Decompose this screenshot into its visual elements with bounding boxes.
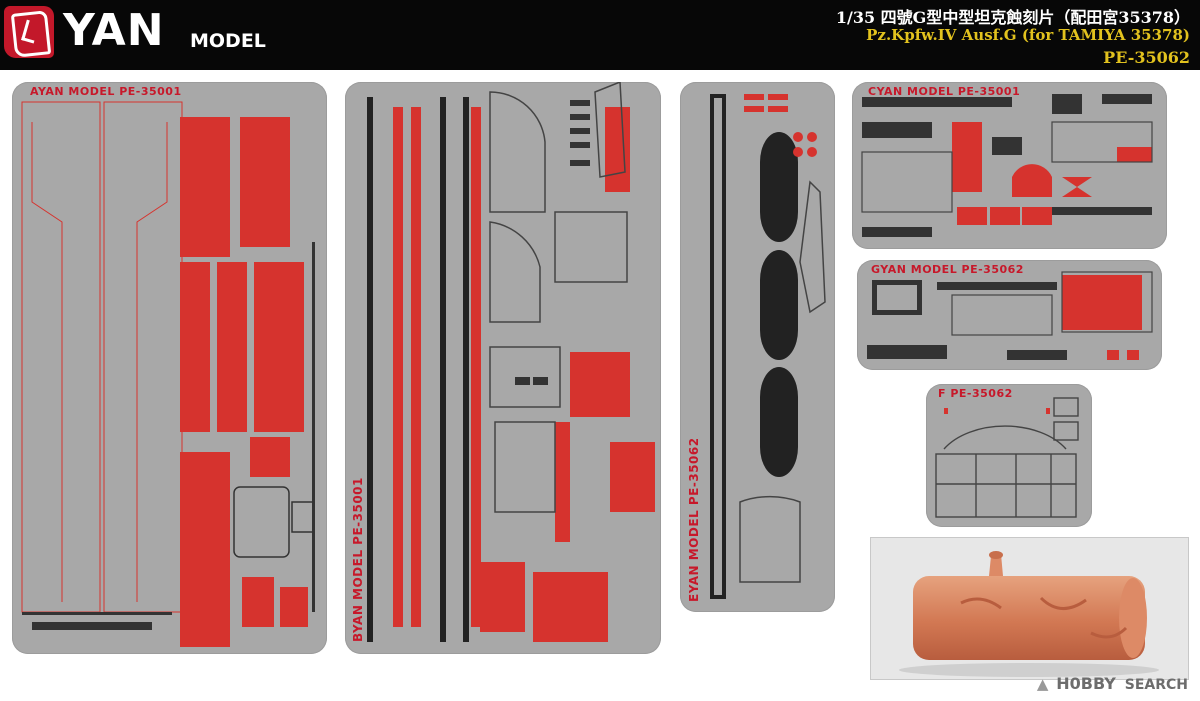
fret-e-label: EYAN MODEL PE-35062 xyxy=(687,437,701,602)
fret-a-parts xyxy=(21,101,315,647)
header-bar: YAN MODEL 1/35 四號G型中型坦克蝕刻片（配田宮35378） Pz.… xyxy=(0,0,1200,70)
hobby-logo-text: H0BBY xyxy=(1056,674,1116,693)
fret-e: EYAN MODEL PE-35062 xyxy=(680,82,835,612)
fret-a: AYAN MODEL PE-35001 xyxy=(12,82,327,654)
fret-g-label: GYAN MODEL PE-35062 xyxy=(871,263,1024,276)
fret-b-parts xyxy=(367,82,655,642)
fret-c-label: CYAN MODEL PE-35001 xyxy=(868,85,1021,98)
product-title-chinese: 1/35 四號G型中型坦克蝕刻片（配田宮35378） xyxy=(835,8,1190,27)
fret-c-parts xyxy=(861,94,1153,237)
fret-b-label: BYAN MODEL PE-35001 xyxy=(351,477,365,642)
hobbysearch-watermark: ▲ H0BBY SEARCH xyxy=(1037,674,1188,693)
brand-name: YAN xyxy=(63,5,165,56)
search-text: SEARCH xyxy=(1124,677,1188,693)
fret-b: BYAN MODEL PE-35001 xyxy=(345,82,661,654)
fret-f: F PE-35062 xyxy=(926,384,1092,527)
fret-e-parts xyxy=(710,94,826,599)
fret-a-label: AYAN MODEL PE-35001 xyxy=(30,85,182,98)
product-code: PE-35062 xyxy=(1103,48,1190,67)
fret-f-parts xyxy=(935,397,1079,518)
hobby-search-icon: ▲ xyxy=(1036,675,1049,693)
fret-g-parts xyxy=(867,271,1153,360)
fret-c: CYAN MODEL PE-35001 xyxy=(852,82,1167,249)
brand-subtitle: MODEL xyxy=(190,30,266,52)
fret-f-label: F PE-35062 xyxy=(938,387,1013,400)
resin-part-photo xyxy=(870,537,1189,680)
brand-seal-logo xyxy=(4,6,54,58)
resin-part-illustration xyxy=(899,551,1159,677)
product-title-english: Pz.Kpfw.IV Ausf.G (for TAMIYA 35378) xyxy=(866,26,1190,44)
fret-g: GYAN MODEL PE-35062 xyxy=(857,260,1162,370)
